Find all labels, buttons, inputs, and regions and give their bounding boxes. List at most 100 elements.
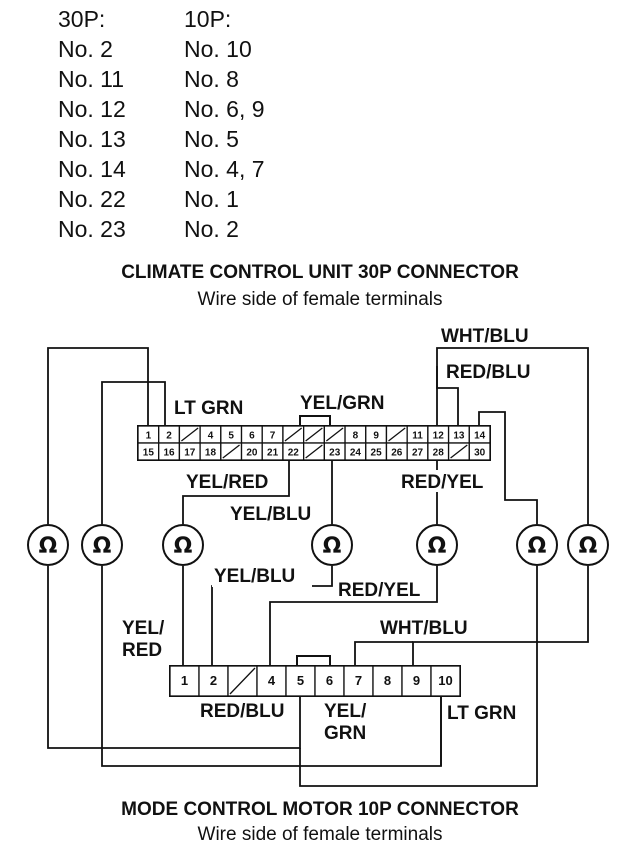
empty-cavity-mark [450, 444, 468, 459]
connector-30p-pin-25: 25 [371, 448, 383, 459]
connector-30p-pin-23: 23 [329, 448, 341, 459]
connector-cavity [401, 665, 432, 697]
empty-cavity-mark [284, 427, 303, 442]
wire-red-blu-out [299, 411, 538, 787]
connector-cavity [343, 665, 374, 697]
connector-30p-pin-21: 21 [267, 448, 279, 459]
wire-label-yel-grn-bottom-line1: YEL/ [324, 701, 367, 722]
connector-10p-pin-10: 10 [438, 673, 452, 688]
wire-label-wht-blu: WHT/BLU [441, 326, 529, 347]
table-cell: No. 4, 7 [184, 156, 265, 182]
connector-cavity [285, 665, 316, 697]
wires [47, 347, 589, 787]
ohmmeter-7: Ω [567, 524, 609, 566]
table-cell: No. 14 [58, 156, 126, 182]
connector-30p-pin-6: 6 [249, 431, 255, 442]
table-cell: No. 11 [58, 66, 125, 92]
wire-label-lt-grn: LT GRN [174, 398, 243, 419]
wire-label-yel-grn-bottom-line2: GRN [324, 723, 366, 744]
connector-30p-pin-20: 20 [246, 448, 258, 459]
ohm-symbol-icon: Ω [93, 534, 112, 559]
ohm-symbol-icon: Ω [323, 534, 342, 559]
connector-10p-pin-5: 5 [297, 673, 304, 688]
ohmmeter-3: Ω [162, 524, 204, 566]
wire-label-yel-red-left-line1: YEL/ [122, 618, 165, 639]
table-cell: No. 10 [184, 36, 252, 62]
connector-30p-title: CLIMATE CONTROL UNIT 30P CONNECTOR [121, 262, 519, 283]
connector-cavity [198, 665, 229, 697]
wire-label-red-blu-bottom: RED/BLU [200, 701, 284, 722]
connector-30p-pin-14: 14 [474, 431, 486, 442]
empty-cavity-mark [229, 667, 256, 695]
wire-label-red-blu: RED/BLU [446, 362, 530, 383]
connector-10p-pin-9: 9 [413, 673, 420, 688]
wire-label-yel-grn: YEL/GRN [300, 393, 384, 414]
connector-10p-title: MODE CONTROL MOTOR 10P CONNECTOR [121, 799, 519, 820]
connector-30p-pin-13: 13 [453, 431, 465, 442]
connector-cavity [430, 665, 461, 697]
ohm-symbol-icon: Ω [174, 534, 193, 559]
empty-cavity-mark [388, 427, 406, 442]
connector-30p-pin-24: 24 [350, 448, 362, 459]
ohmmeter-1: Ω [27, 524, 69, 566]
connector-30p-pin-28: 28 [433, 448, 445, 459]
table-cell: No. 12 [58, 96, 126, 122]
table-header-30p: 30P: [58, 6, 106, 32]
connector-30p-pin-9: 9 [373, 431, 379, 442]
connector-30p-pin-4: 4 [208, 431, 214, 442]
connector-30p-pin-26: 26 [391, 448, 403, 459]
table-cell: No. 1 [184, 186, 239, 212]
ohm-symbol-icon: Ω [579, 534, 598, 559]
ohmmeter-2: Ω [81, 524, 123, 566]
empty-cavity-mark [305, 444, 323, 459]
wire-label-lt-grn-bottom: LT GRN [447, 703, 516, 724]
empty-cavity-mark [222, 444, 240, 459]
connector-30p-pin-11: 11 [412, 431, 423, 442]
ohmmeters: Ω Ω Ω Ω Ω Ω Ω [27, 524, 609, 566]
connector-10p-pin-7: 7 [355, 673, 362, 688]
wire-labels: LT GRN YEL/GRN WHT/BLU RED/BLU YEL/RED Y… [122, 324, 549, 744]
connector-30p-pin-30: 30 [474, 448, 486, 459]
table-column-30p: 30P: No. 2 No. 11 No. 12 No. 13 No. 14 N… [58, 4, 126, 244]
wire-label-red-yel: RED/YEL [401, 472, 484, 493]
wire-label-yel-blu: YEL/BLU [230, 504, 311, 525]
wire-yel-red [182, 460, 290, 666]
connector-10p-pin-1: 1 [181, 673, 188, 688]
connector-10p-pin-4: 4 [268, 673, 276, 688]
ohm-symbol-icon: Ω [39, 534, 58, 559]
connector-30p-pin-16: 16 [163, 448, 175, 459]
connector-cavity [468, 442, 491, 461]
table-cell: No. 13 [58, 126, 126, 152]
wire-label-yel-red-left-line2: RED [122, 640, 162, 661]
wire-label-wht-blu-lower: WHT/BLU [380, 618, 468, 639]
connector-30p-pin-18: 18 [205, 448, 217, 459]
connector-30p-pin-8: 8 [353, 431, 359, 442]
connector-30p-pin-2: 2 [166, 431, 172, 442]
table-cell: No. 6, 9 [184, 96, 265, 122]
connector-30p-pin-5: 5 [228, 431, 234, 442]
connector-30p-pin-7: 7 [270, 431, 276, 442]
ohmmeter-5: Ω [416, 524, 458, 566]
wire-far-left [47, 347, 301, 749]
connector-10p-subtitle: Wire side of female terminals [197, 824, 443, 845]
table-cell: No. 2 [58, 36, 113, 62]
empty-cavity-mark [305, 427, 323, 442]
wire-wht-blu [412, 347, 589, 666]
ohm-symbol-icon: Ω [528, 534, 547, 559]
empty-cavity-mark [325, 427, 344, 442]
wire-label-yel-red: YEL/RED [186, 472, 268, 493]
table-cell: No. 5 [184, 126, 239, 152]
table-cell: No. 23 [58, 216, 126, 242]
table-cell: No. 22 [58, 186, 126, 212]
ohmmeter-6: Ω [516, 524, 558, 566]
ohmmeter-4: Ω [311, 524, 353, 566]
empty-cavity-mark [181, 427, 199, 442]
connector-30p-pin-1: 1 [146, 431, 152, 442]
connector-10p-pin-6: 6 [326, 673, 333, 688]
